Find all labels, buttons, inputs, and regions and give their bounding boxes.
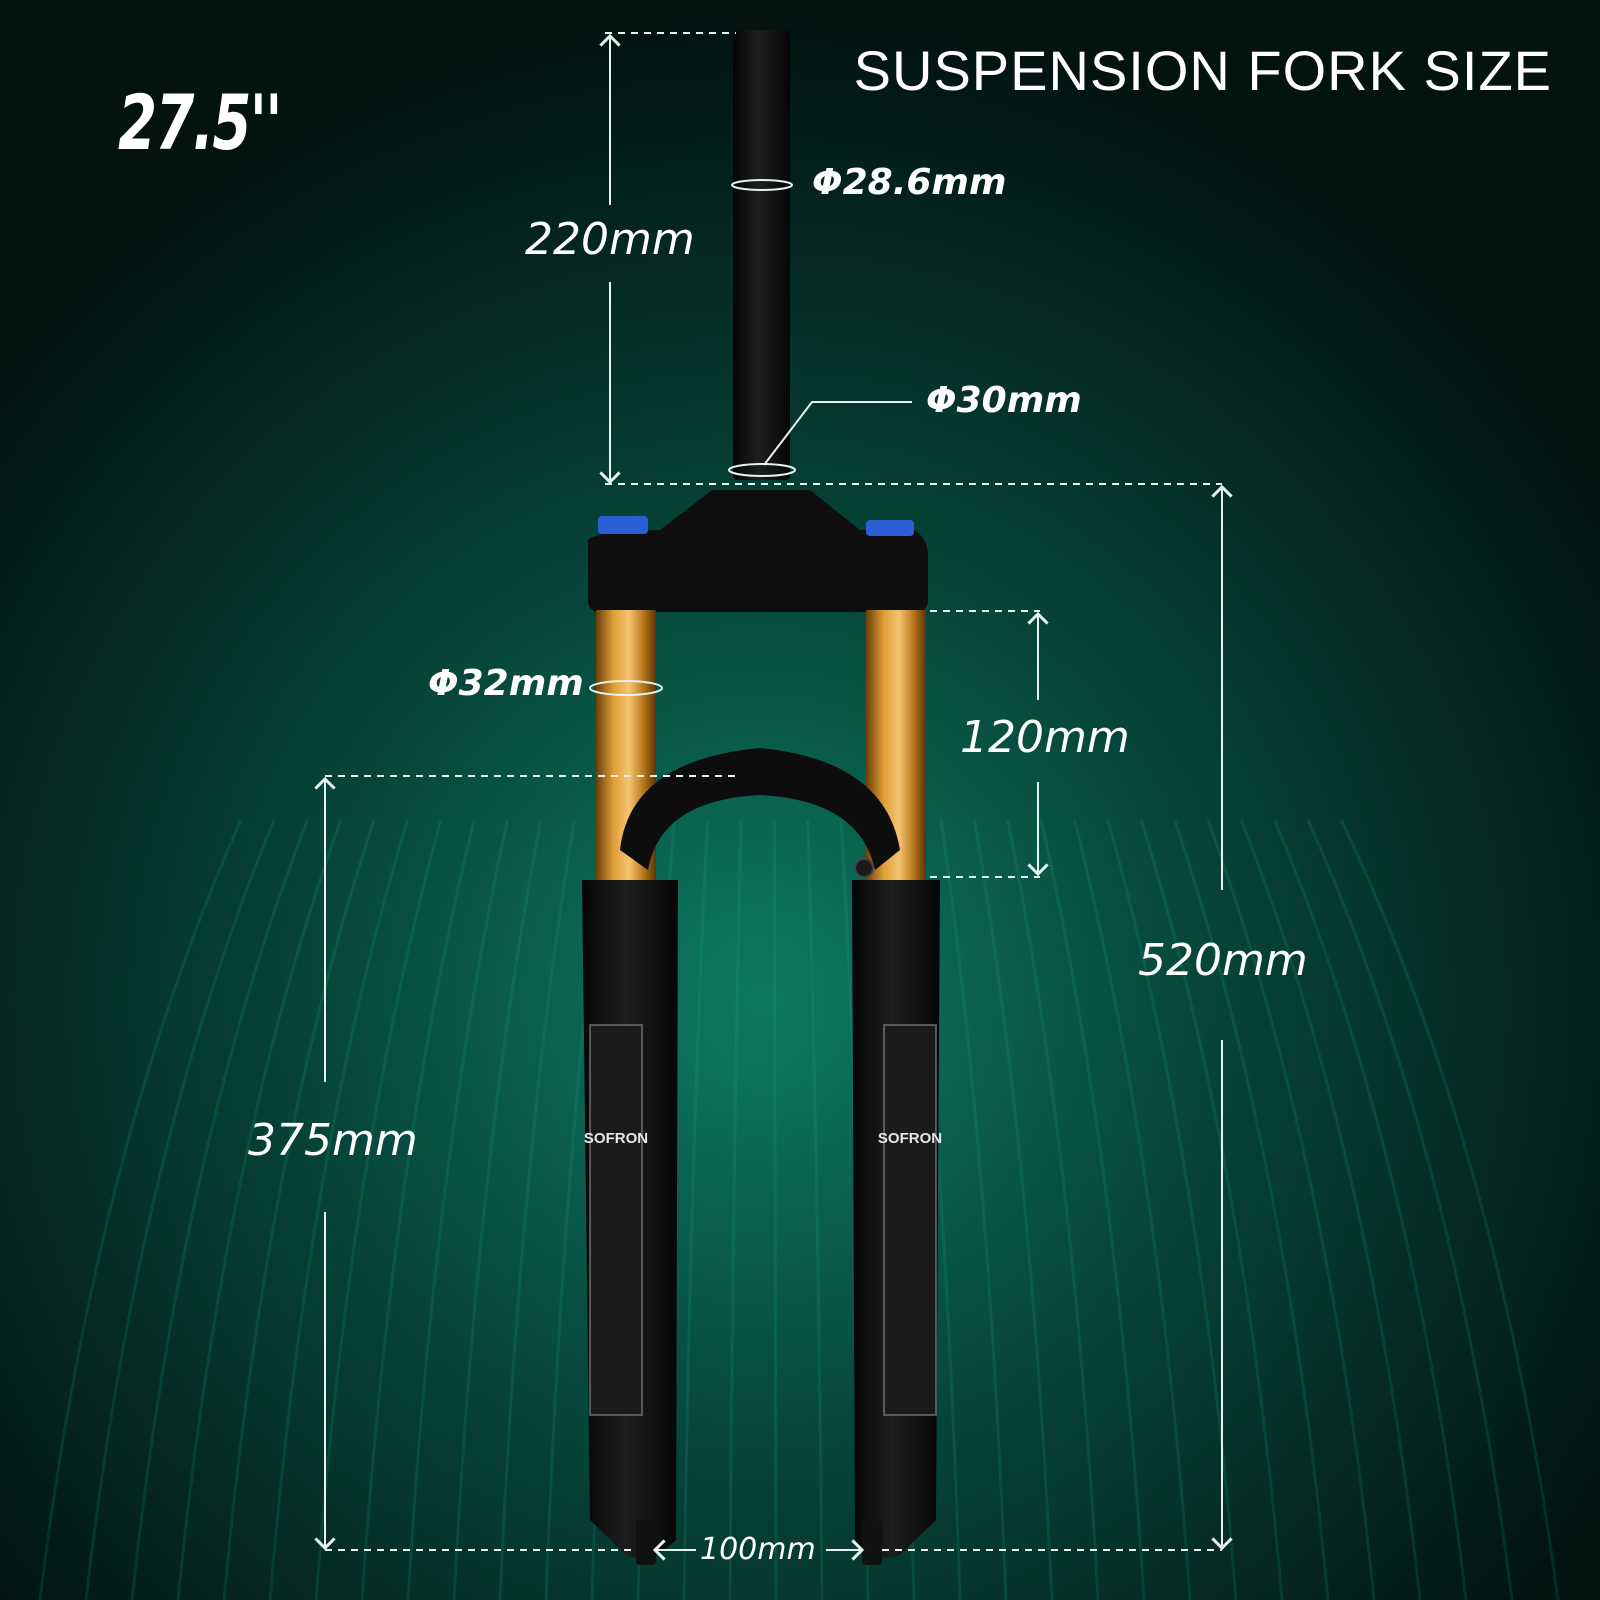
dim-label-stanchion-diameter: Φ32mm (428, 663, 584, 704)
dim-label-hub-spacing: 100mm (700, 1532, 816, 1567)
background-curve (176, 819, 343, 1600)
dim-label-steerer-length: 220mm (525, 214, 695, 265)
background-curve (1339, 819, 1560, 1600)
background-curve (682, 819, 710, 1600)
background-curve (84, 819, 276, 1600)
ring-steerer-base (728, 463, 796, 477)
left-leg-decal: SOFRON (584, 1130, 648, 1147)
rebound-knob (854, 858, 874, 878)
right-leg-decal-panel (883, 1024, 937, 1416)
background-curve (452, 819, 543, 1600)
background-curve (130, 819, 309, 1600)
background-curve (1273, 819, 1468, 1600)
background-curve (314, 819, 443, 1600)
background-curve (972, 819, 1054, 1600)
page-title: SUSPENSION FORK SIZE (853, 39, 1552, 102)
background-curve (1239, 819, 1422, 1600)
background-curve (1106, 819, 1238, 1600)
background-curve (222, 819, 376, 1600)
dim-label-axle-to-crown: 520mm (1138, 935, 1308, 986)
fork-crown (588, 490, 928, 612)
fork-arch (620, 748, 900, 870)
background-curve (1206, 819, 1376, 1600)
ring-steerer-top (731, 179, 793, 191)
background-curve (1073, 819, 1192, 1600)
background-curve (268, 819, 409, 1600)
background-curve (406, 819, 510, 1600)
background-curve (1139, 819, 1284, 1600)
background-curve (806, 819, 824, 1600)
background-curve (1039, 819, 1146, 1600)
leader-steerer-base (763, 401, 912, 466)
right-leg-decal: SOFRON (878, 1130, 942, 1147)
dimension-guides (314, 32, 1233, 1561)
dim-label-steerer-top-diameter: Φ28.6mm (812, 162, 1007, 203)
steerer-tube (733, 30, 790, 480)
right-top-cap (866, 520, 914, 536)
background-curve (939, 819, 1008, 1600)
background-curve (1173, 819, 1330, 1600)
dim-label-lower-leg: 375mm (248, 1115, 418, 1166)
ring-stanchion (589, 680, 663, 696)
suspension-fork: SOFRON SOFRON (582, 30, 942, 1565)
background-curve (728, 819, 743, 1600)
background-curve (1006, 819, 1100, 1600)
background-curve (38, 819, 243, 1600)
left-dropout (636, 1520, 656, 1565)
left-top-cap (598, 516, 648, 534)
dim-label-steerer-base-diameter: Φ30mm (926, 380, 1082, 421)
background-curve (772, 819, 778, 1600)
dim-label-travel: 120mm (960, 712, 1130, 763)
left-leg-decal-panel (589, 1024, 643, 1416)
background-curve (1306, 819, 1514, 1600)
background-curve (360, 819, 476, 1600)
right-dropout (862, 1520, 882, 1565)
wheel-size-badge: 27.5'' (118, 78, 282, 167)
background-curve (498, 819, 576, 1600)
